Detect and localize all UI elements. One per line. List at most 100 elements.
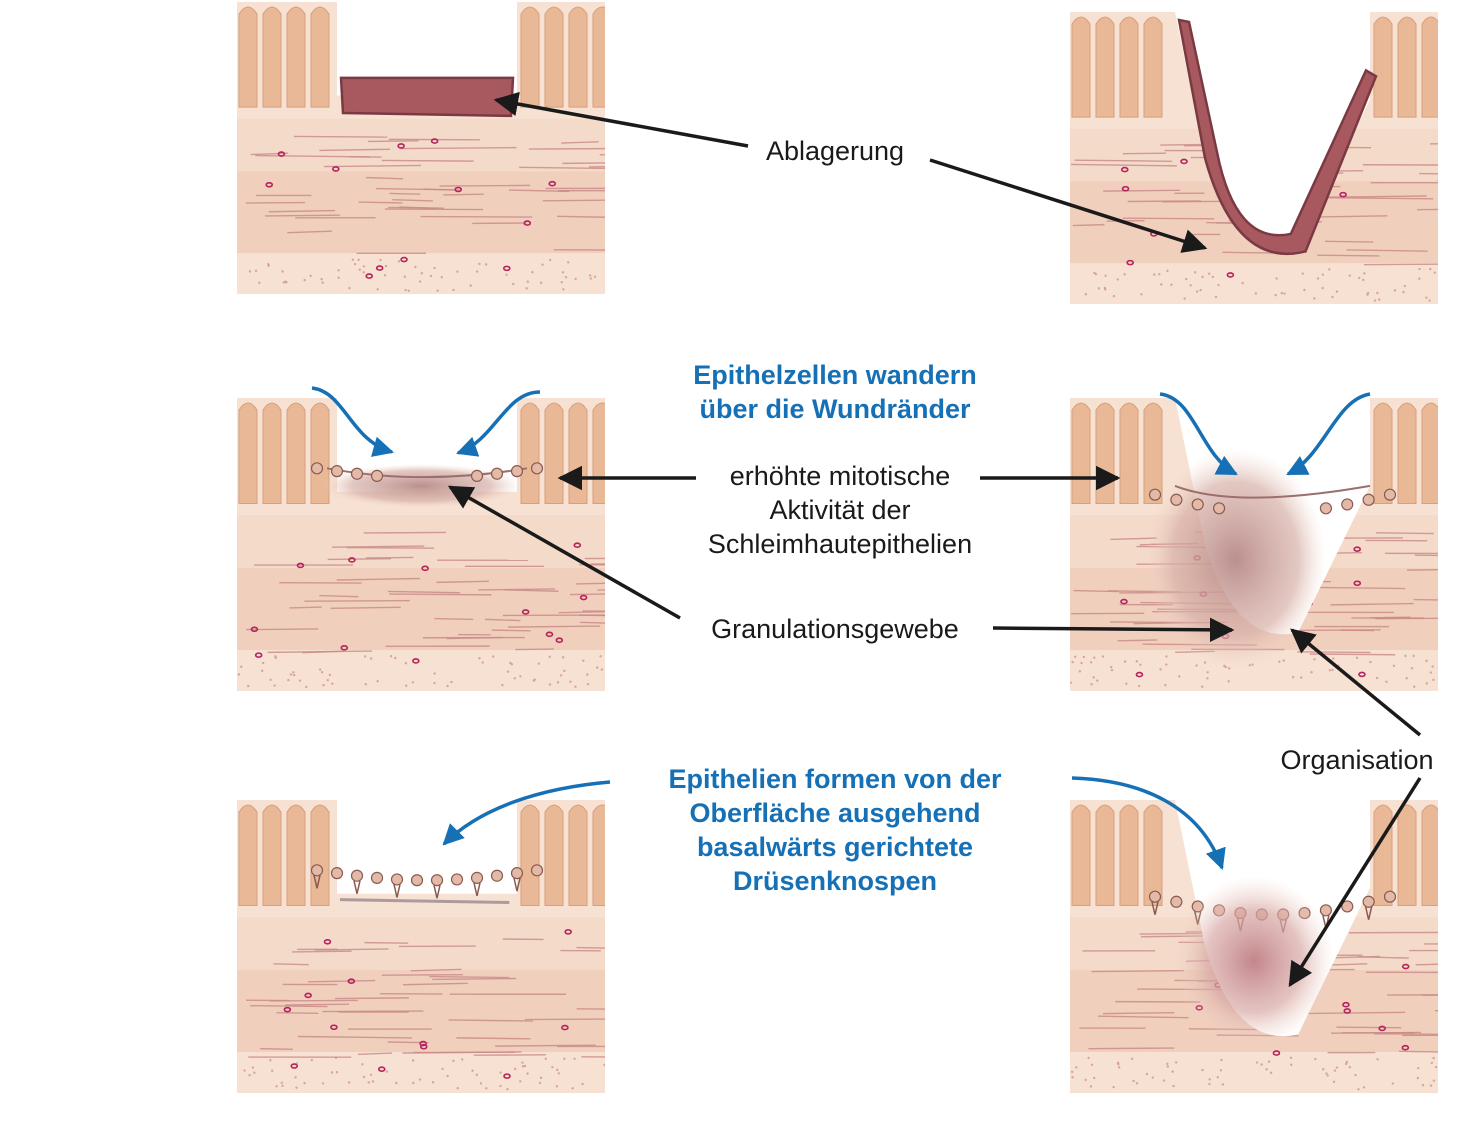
- submucosa-layer: [237, 118, 605, 172]
- serosa-dot: [1195, 664, 1198, 667]
- serosa-dot: [1314, 1057, 1317, 1061]
- serosa-dot: [411, 681, 415, 684]
- serosa-dot: [506, 1087, 509, 1091]
- serosa-dot: [270, 1069, 274, 1073]
- serosa-dot: [440, 275, 443, 279]
- villus: [310, 804, 330, 906]
- blood-vessel: [545, 631, 554, 638]
- serosa-dot: [1195, 290, 1199, 293]
- serosa-dot: [1421, 1083, 1425, 1087]
- serosa-dot: [1412, 654, 1415, 658]
- serosa-dot: [1110, 668, 1114, 672]
- serosa-dot: [1090, 1063, 1094, 1066]
- serosa-dot: [1418, 267, 1421, 271]
- serosa-dot: [280, 1081, 284, 1084]
- panel-repair-shallow: [237, 800, 605, 1093]
- blood-vessel: [1343, 1008, 1352, 1014]
- serosa-dot: [1160, 283, 1163, 286]
- villus: [592, 804, 605, 906]
- muscle-fiber: [558, 610, 605, 614]
- serosa-dot: [564, 276, 568, 279]
- villus: [310, 6, 330, 108]
- muscle-fiber: [1117, 639, 1158, 642]
- panel-deposit-shallow: [237, 2, 605, 294]
- muscle-fiber: [1103, 1011, 1175, 1015]
- muscle-fiber: [381, 159, 474, 162]
- serosa-dot: [1357, 276, 1361, 280]
- serosa-dot: [1274, 293, 1277, 297]
- serosa-dot: [292, 671, 295, 674]
- muscle-fiber: [507, 625, 601, 628]
- granulation-tissue: [1145, 449, 1326, 670]
- serosa-dot: [1189, 284, 1192, 287]
- serosa-dot: [362, 265, 366, 268]
- serosa-dot: [433, 266, 436, 270]
- epithelial-cell: [510, 867, 524, 880]
- blood-vessel: [332, 166, 340, 172]
- blood-vessel: [397, 143, 405, 149]
- serosa-dot: [298, 679, 302, 682]
- serosa-dot: [492, 655, 495, 658]
- epithelial-cell: [1148, 488, 1162, 501]
- villus: [238, 804, 258, 906]
- serosa-dot: [303, 278, 306, 282]
- serosa-dot: [1432, 678, 1435, 682]
- muscle-fiber: [1072, 223, 1105, 227]
- epithelial-cell: [450, 873, 464, 886]
- serosa-dot: [1391, 1082, 1395, 1085]
- villus: [286, 804, 306, 906]
- serosa-dot: [1316, 277, 1320, 280]
- serosa-dot: [1269, 1071, 1273, 1075]
- serosa-dot: [1130, 1057, 1134, 1061]
- serosa-dot: [274, 656, 278, 660]
- serosa-dot: [348, 286, 351, 290]
- serosa-dot: [376, 679, 379, 683]
- muscle-fiber: [556, 215, 605, 218]
- label-mitotic-activity: erhöhte mitotische Aktivität der Schleim…: [707, 461, 973, 559]
- serosa-dot: [559, 674, 563, 677]
- serosa-dot: [452, 288, 455, 292]
- blood-vessel: [1272, 1050, 1281, 1056]
- serosa-dot: [561, 271, 565, 274]
- serosa-dot: [1363, 272, 1366, 275]
- blood-vessel: [290, 1063, 299, 1069]
- serosa-dot: [361, 1063, 364, 1066]
- submucosa-layer: [237, 515, 605, 568]
- serosa-dot: [573, 1057, 576, 1060]
- serosa-dot: [441, 1067, 444, 1071]
- serosa-dot: [589, 277, 593, 280]
- muscle-fiber: [519, 166, 605, 170]
- panel-repair-deep: [1070, 800, 1438, 1093]
- muscle-fiber: [1098, 1015, 1189, 1019]
- muscle-fiber: [1088, 1047, 1175, 1050]
- serosa-dot: [1206, 677, 1209, 680]
- epithelial-cell: [470, 871, 484, 884]
- serosa-dot: [1078, 670, 1082, 673]
- gland-bud: [1364, 906, 1373, 920]
- serosa-dot: [1333, 1069, 1337, 1072]
- serosa-dot: [1178, 675, 1181, 678]
- serosa-dot: [538, 1081, 542, 1085]
- muscle-fiber: [250, 1004, 328, 1008]
- serosa-dot: [1321, 273, 1325, 276]
- serosa-dot: [548, 655, 551, 659]
- serosa-dot: [1303, 288, 1306, 292]
- muscle-fiber: [528, 147, 605, 150]
- serosa-dot: [1084, 1078, 1087, 1082]
- muscle-fiber: [542, 199, 605, 202]
- muscle-fiber: [524, 1018, 605, 1021]
- serosa-dot: [461, 1058, 464, 1061]
- blood-vessel: [304, 992, 312, 999]
- villus: [1397, 16, 1417, 118]
- blue-arrow-bud-right: [1071, 776, 1226, 870]
- serosa-dot: [469, 284, 472, 287]
- villus: [568, 402, 588, 504]
- serosa-dot: [1376, 291, 1379, 295]
- muscle-fiber: [304, 599, 410, 602]
- serosa-dot: [1332, 657, 1335, 660]
- gland-bud: [353, 880, 361, 894]
- serosa-dot: [1405, 677, 1408, 680]
- panel-deposit-deep: [1070, 12, 1438, 304]
- muscle-fiber: [434, 617, 474, 621]
- blood-vessel: [419, 1043, 428, 1050]
